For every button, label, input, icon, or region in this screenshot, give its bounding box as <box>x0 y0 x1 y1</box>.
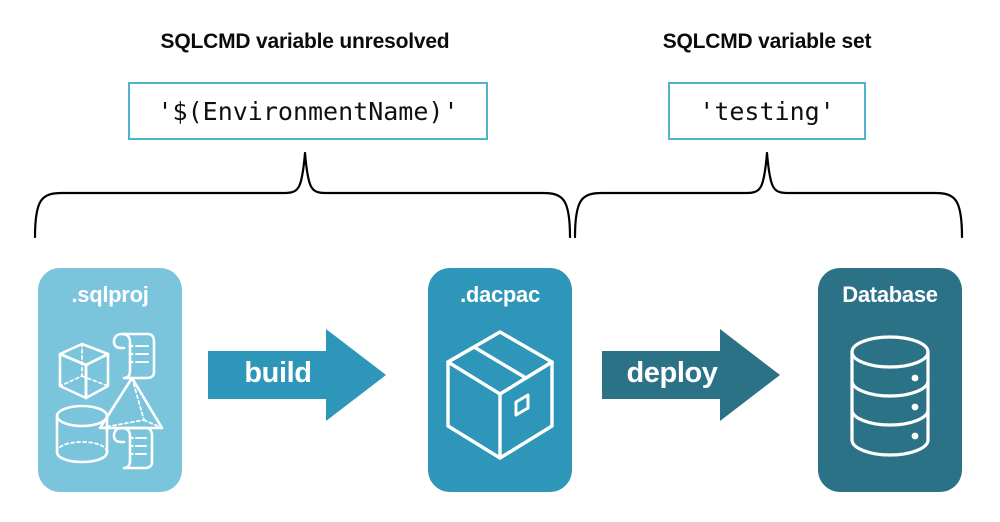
arrow-build-label: build <box>244 357 312 389</box>
code-value-unresolved: '$(EnvironmentName)' <box>157 96 459 126</box>
scroll-icon <box>112 426 154 470</box>
stage-label-sqlproj: .sqlproj <box>71 282 149 307</box>
stage-dacpac[interactable]: .dacpac <box>428 268 572 492</box>
code-value-set: 'testing' <box>699 96 835 126</box>
scroll-icon <box>112 332 156 380</box>
cylinder-icon <box>55 404 109 464</box>
sqlproj-artwork <box>55 332 164 470</box>
dacpac-artwork <box>446 330 554 460</box>
stage-database[interactable]: Database <box>818 268 962 492</box>
section-title-right: SQLCMD variable set <box>662 30 872 53</box>
section-title-left: SQLCMD variable unresolved <box>160 30 450 53</box>
arrow-build-shape <box>208 329 386 421</box>
database-cylinder-icon <box>850 335 930 457</box>
stage-label-database: Database <box>842 282 938 307</box>
arrow-deploy-shape <box>602 329 780 421</box>
brace-right <box>573 151 964 239</box>
database-artwork <box>850 335 930 457</box>
code-box-environment-name: '$(EnvironmentName)' <box>128 82 488 140</box>
code-box-testing: 'testing' <box>668 82 866 140</box>
stage-label-dacpac: .dacpac <box>460 282 540 307</box>
arrow-deploy[interactable]: deploy <box>602 325 792 425</box>
package-box-icon <box>446 330 554 460</box>
arrow-deploy-label: deploy <box>626 357 718 389</box>
cube-icon <box>58 342 110 400</box>
arrow-build[interactable]: build <box>208 325 398 425</box>
brace-left <box>33 151 572 239</box>
stage-sqlproj[interactable]: .sqlproj <box>38 268 182 492</box>
